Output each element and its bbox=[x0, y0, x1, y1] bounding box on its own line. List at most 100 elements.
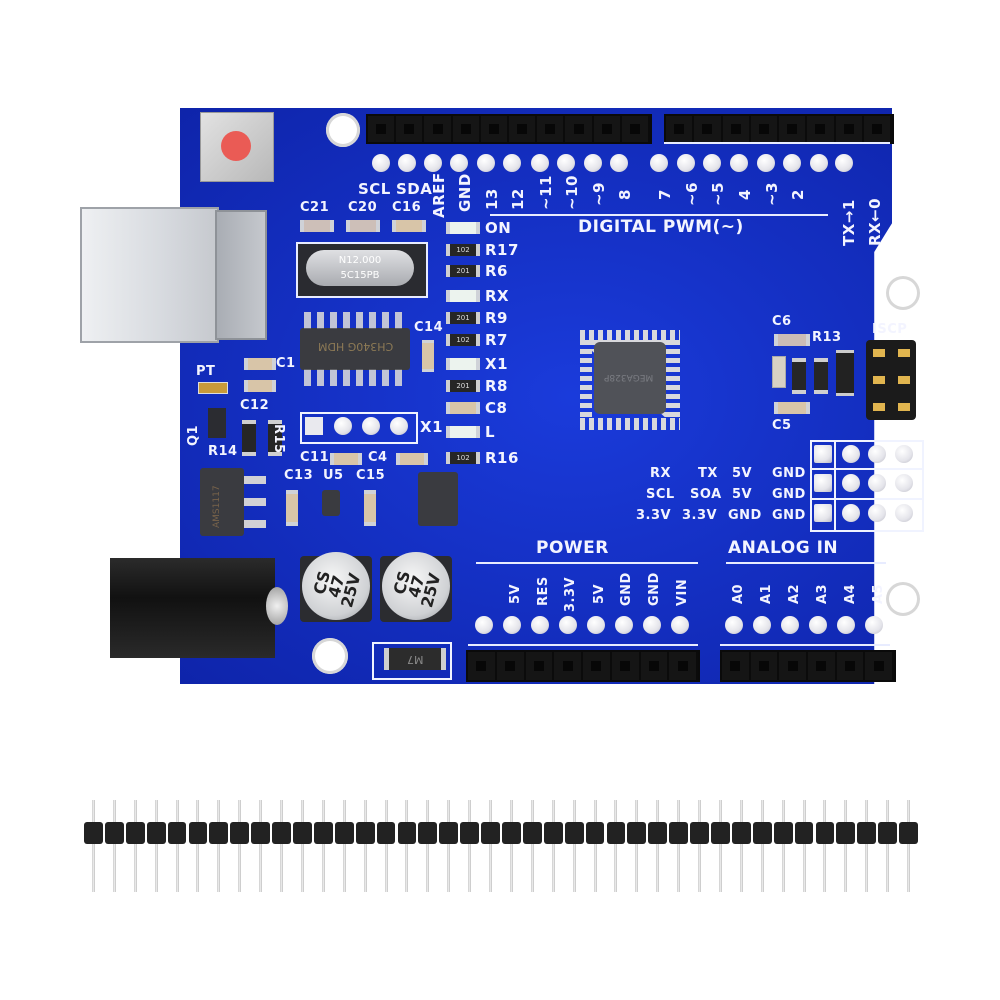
header-pin-body bbox=[773, 822, 793, 844]
header-pin-body bbox=[752, 822, 772, 844]
label-power-gnd-2: GND bbox=[647, 572, 662, 606]
digital-header-left[interactable] bbox=[366, 114, 652, 144]
x1-pad bbox=[334, 417, 352, 435]
label-c4: C4 bbox=[368, 450, 388, 465]
extra-io-label: SCL bbox=[646, 487, 675, 502]
label-d9: ~9 bbox=[590, 181, 608, 206]
label-pt: PT bbox=[196, 364, 216, 379]
cap-c20 bbox=[346, 220, 380, 232]
label-r14: R14 bbox=[208, 444, 238, 459]
cap-label-1: CS 47 25V bbox=[309, 568, 365, 610]
iscp-pin bbox=[897, 402, 910, 411]
header-pin-body bbox=[522, 822, 542, 844]
led-rx bbox=[446, 290, 480, 302]
header-pin-body bbox=[251, 822, 271, 844]
led-on bbox=[446, 222, 480, 234]
diode-marking: M7 bbox=[406, 652, 424, 666]
electrolytic-capacitor-1: CS 47 25V bbox=[302, 552, 370, 620]
label-aref: AREF bbox=[430, 172, 448, 218]
header-pin-body bbox=[209, 822, 229, 844]
header-pin bbox=[551, 800, 555, 892]
label-x1-led: X1 bbox=[485, 355, 509, 373]
header-pin bbox=[112, 800, 116, 892]
transistor-q1 bbox=[208, 408, 226, 438]
header-pin bbox=[593, 800, 597, 892]
header-pin bbox=[468, 800, 472, 892]
cap-c11 bbox=[330, 453, 362, 465]
header-pin-body bbox=[167, 822, 187, 844]
header-pin bbox=[300, 800, 304, 892]
mounting-hole-top-left bbox=[326, 113, 360, 147]
label-c11: C11 bbox=[300, 450, 330, 465]
iscp-pin bbox=[872, 349, 885, 358]
dc-barrel-jack[interactable] bbox=[110, 558, 275, 658]
crystal-marking-1: N12.000 bbox=[338, 255, 382, 266]
label-c21: C21 bbox=[300, 200, 330, 215]
label-c14: C14 bbox=[414, 320, 444, 335]
label-q1: Q1 bbox=[186, 424, 201, 446]
header-pin-body bbox=[627, 822, 647, 844]
male-pin-header-strip bbox=[83, 800, 919, 892]
header-pin bbox=[677, 800, 681, 892]
label-power-vin: VIN bbox=[675, 578, 690, 606]
power-header[interactable] bbox=[466, 650, 700, 682]
usb-b-connector[interactable] bbox=[80, 207, 219, 343]
label-r7: R7 bbox=[485, 331, 508, 349]
iscp-header[interactable] bbox=[866, 340, 916, 420]
header-pin-body bbox=[481, 822, 500, 844]
resistor-r7: 102 bbox=[446, 334, 480, 346]
header-pin bbox=[572, 800, 576, 892]
label-c5: C5 bbox=[772, 418, 792, 433]
usb-b-connector-flange bbox=[215, 210, 267, 340]
label-d12: 12 bbox=[509, 188, 527, 210]
label-a0: A0 bbox=[731, 583, 746, 604]
label-r13: R13 bbox=[812, 330, 842, 345]
header-pin-body bbox=[585, 822, 605, 844]
label-c6: C6 bbox=[772, 314, 792, 329]
analog-underline bbox=[726, 562, 886, 564]
led-l bbox=[446, 426, 480, 438]
header-pin bbox=[886, 800, 890, 892]
header-pin-body bbox=[878, 822, 898, 844]
mounting-hole-bottom-left bbox=[312, 638, 348, 674]
resistor-r16: 102 bbox=[446, 452, 480, 464]
label-power-3v3: 3.3V bbox=[563, 576, 578, 612]
resistor-r9: 201 bbox=[446, 312, 480, 324]
header-pin bbox=[405, 800, 409, 892]
cap-c14 bbox=[422, 340, 434, 372]
header-pin-body bbox=[334, 822, 354, 844]
header-pin bbox=[489, 800, 493, 892]
header-underline-right bbox=[664, 142, 890, 144]
header-pin-body bbox=[857, 822, 877, 844]
header-pin bbox=[154, 800, 158, 892]
label-d7: 7 bbox=[656, 189, 674, 200]
digital-header-right[interactable] bbox=[664, 114, 894, 144]
x1-pad bbox=[362, 417, 380, 435]
analog-header[interactable] bbox=[720, 650, 896, 682]
cap-c21 bbox=[300, 220, 334, 232]
header-pin bbox=[175, 800, 179, 892]
label-sda: SDA bbox=[396, 180, 433, 198]
header-pin bbox=[907, 800, 911, 892]
pcb-board bbox=[180, 108, 892, 684]
extra-io-label: SOA bbox=[690, 487, 722, 502]
label-c15: C15 bbox=[356, 468, 386, 483]
extra-io-label: GND bbox=[728, 508, 762, 523]
iscp-pin bbox=[897, 375, 910, 384]
resistor-right-1 bbox=[792, 358, 806, 394]
crystal-oscillator: N12.000 5C15PB bbox=[296, 242, 428, 298]
reset-button[interactable] bbox=[200, 112, 274, 182]
label-c12: C12 bbox=[240, 398, 270, 413]
power-header-line bbox=[468, 644, 698, 646]
header-pin-body bbox=[648, 822, 668, 844]
label-x1: X1 bbox=[420, 418, 444, 436]
label-d4: 4 bbox=[736, 189, 754, 200]
extra-io-label: 5V bbox=[732, 487, 753, 502]
regulator-tab bbox=[244, 476, 266, 484]
header-pin-body bbox=[355, 822, 375, 844]
header-pin bbox=[238, 800, 242, 892]
label-power: POWER bbox=[536, 538, 609, 558]
header-pin-body bbox=[188, 822, 208, 844]
header-pin-body bbox=[418, 822, 438, 844]
regulator-tab bbox=[244, 520, 266, 528]
